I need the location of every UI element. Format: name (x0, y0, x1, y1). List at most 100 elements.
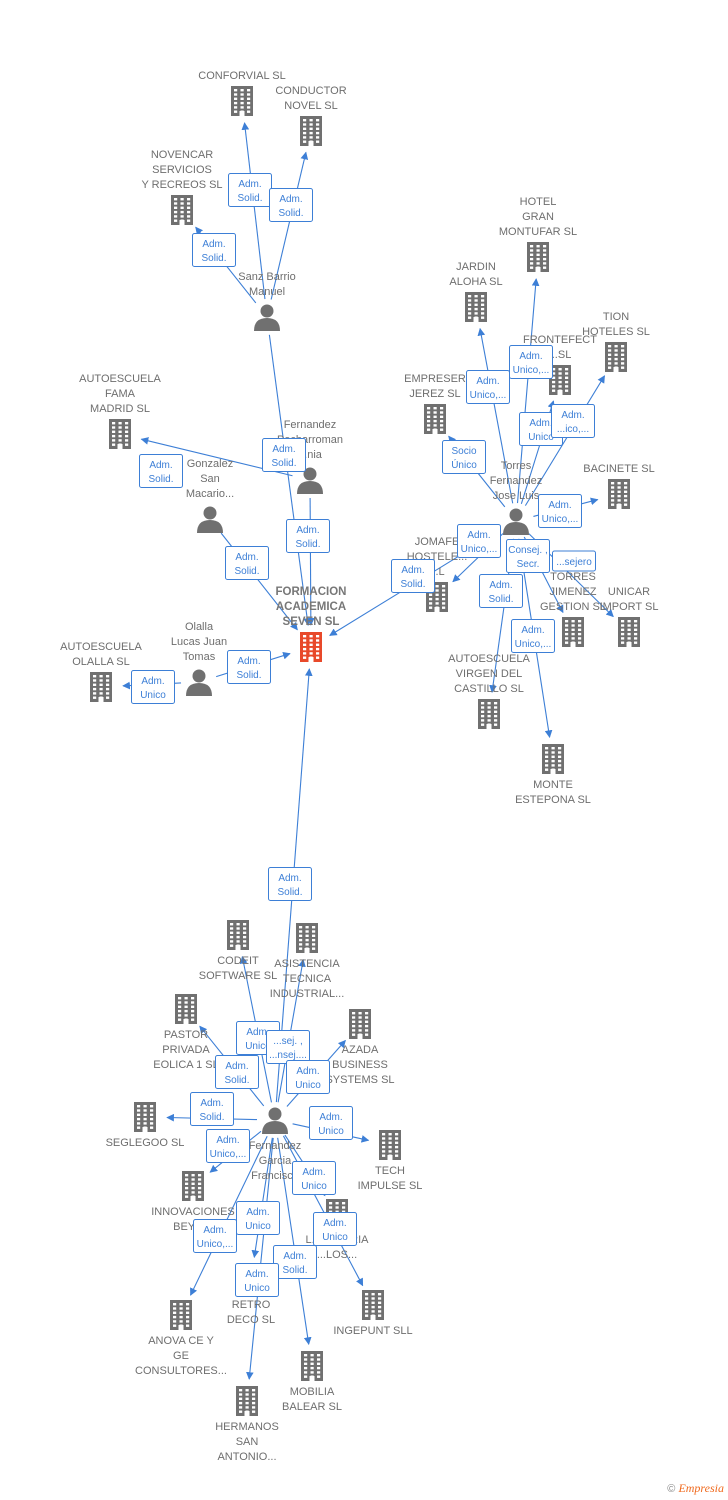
brand-logo[interactable]: Empresia (678, 1481, 724, 1495)
edge-label-torres-to-bacinete[interactable]: Adm.Unico,... (538, 494, 582, 528)
node-label: SOFTWARE SL (199, 970, 277, 982)
edge-label-text: Unico (301, 1181, 327, 1192)
edge-label-fgarcia-to-formacion[interactable]: Adm.Solid. (268, 867, 312, 901)
node-frontefect[interactable]: FRONTEFECT...SL (523, 334, 597, 395)
edge-label-text: Adm. (283, 1251, 306, 1262)
edge-label-sanz-to-novencar[interactable]: Adm.Solid. (192, 233, 236, 267)
edge-label-gonzalez-to-formacion[interactable]: Adm.Solid. (225, 546, 269, 580)
edge-label-text: Solid. (199, 1112, 224, 1123)
node-label: Torres (501, 460, 532, 472)
node-label: TECH (375, 1165, 405, 1177)
edge-label-fgarcia-to-innovaciones[interactable]: Adm.Unico,... (206, 1129, 250, 1163)
node-label: Francisco (251, 1170, 299, 1182)
edge-label-sanz-to-conforvial[interactable]: Adm.Solid. (228, 173, 272, 207)
edge-sanz-to-conductor (270, 151, 309, 300)
edge-label-text: Solid. (237, 193, 262, 204)
building-icon (424, 404, 446, 434)
edge-label-torres-to-autovirgen[interactable]: Adm.Solid. (479, 574, 523, 608)
edge-label-torres-to-jomafe[interactable]: Adm.Unico,... (457, 524, 501, 558)
edge-label-pecharroman-to-formacion[interactable]: Adm.Solid. (286, 519, 330, 553)
edge-label-text: Unico,... (470, 390, 507, 401)
edge-label-torres-to-jardin[interactable]: Adm. Unico,... (466, 370, 510, 404)
node-anova[interactable]: ANOVA CE YGECONSULTORES... (135, 1300, 227, 1377)
building-icon (379, 1130, 401, 1160)
node-label: Fernandez (490, 475, 543, 487)
node-label: SERVICIOS (152, 164, 212, 176)
node-label: SEVEN SL (283, 616, 340, 628)
node-tech[interactable]: TECH IMPULSE SL (358, 1130, 423, 1192)
node-ingepunt[interactable]: INGEPUNT SLL (333, 1290, 413, 1337)
edge-label-sanz-to-formacion[interactable]: Adm.Solid. (262, 438, 306, 472)
edge-label-torres-to-unicar[interactable]: ...sejero (552, 550, 596, 572)
edge-label-torres-to-hotelgran[interactable]: Adm.Unico,... (509, 345, 553, 379)
node-hermanos[interactable]: HERMANOSSANANTONIO... (215, 1386, 279, 1463)
node-label: INNOVACIONES (151, 1206, 235, 1218)
edge-label-olalla-to-formacion[interactable]: Adm.Solid. (227, 650, 271, 684)
edge-label-torres-to-formacion[interactable]: Adm.Solid. (391, 559, 435, 593)
node-conforvial[interactable]: CONFORVIAL SL (198, 70, 286, 116)
node-label: ...LOS... (317, 1249, 357, 1261)
node-label: FORMACION (276, 586, 347, 598)
edge-label-fgarcia-to-asistencia[interactable]: ...sej. ,...nsej.... (266, 1030, 310, 1064)
edge-label-sanz-to-conductor[interactable]: Adm.Solid. (269, 188, 313, 222)
edge-label-torres-to-monte[interactable]: Adm.Unico,... (511, 619, 555, 653)
edge-label-fgarcia-to-seglegoo[interactable]: Adm.Solid. (190, 1092, 234, 1126)
edge-label-fgarcia-to-ingepunt[interactable]: Adm.Unico (313, 1212, 357, 1246)
edge-label-fgarcia-to-retro[interactable]: Adm.Unico (236, 1201, 280, 1235)
edge-label-text: Unico,... (197, 1239, 234, 1250)
edge-label-fgarcia-to-tech[interactable]: Adm.Unico (309, 1106, 353, 1140)
node-label: Y RECREOS SL (141, 179, 222, 191)
edge-label-fgarcia-to-azada[interactable]: Adm.Unico (286, 1060, 330, 1094)
edge-label-torres-to-torresjim[interactable]: Consej. ,Secr. (506, 539, 550, 573)
building-icon (527, 242, 549, 272)
edge-label-text: Adm. (202, 239, 225, 250)
edge-fgarcia-to-retro (251, 1137, 273, 1259)
node-label: Sanz Barrio (238, 271, 295, 283)
node-bacinete[interactable]: BACINETE SL (583, 463, 655, 509)
edge-label-text: Adm. (476, 376, 499, 387)
node-label: MOBILIA (290, 1386, 335, 1398)
edge-label-fgarcia-to-anova[interactable]: Adm.Unico,... (193, 1219, 237, 1253)
edge-label-text: ...sejero (556, 557, 592, 568)
node-label: FRONTEFECT (523, 334, 597, 346)
edge-label-text: Adm. (246, 1027, 269, 1038)
node-label: IMPULSE SL (358, 1180, 423, 1192)
node-seglegoo[interactable]: SEGLEGOO SL (106, 1102, 185, 1149)
edge-label-torres-to-tion[interactable]: Adm....ico,... (551, 404, 595, 438)
node-label: INDUSTRIAL... (270, 988, 345, 1000)
edge-label-fgarcia-to-hermanos[interactable]: Adm.Unico (235, 1263, 279, 1297)
node-asistencia[interactable]: ASISTENCIATECNICAINDUSTRIAL... (270, 923, 345, 1000)
building-icon (549, 365, 571, 395)
edge-label-fgarcia-to-pastor[interactable]: Adm.Solid. (215, 1055, 259, 1089)
edge-label-fgarcia-to-luqueteria[interactable]: Adm.Unico (292, 1161, 336, 1195)
edge-fgarcia-to-mobilia (277, 1137, 312, 1346)
edge-label-fgarcia-to-mobilia[interactable]: Adm.Solid. (273, 1245, 317, 1279)
edge-label-pecharroman-to-autofama[interactable]: Adm.Solid. (139, 454, 183, 488)
node-label: RETRO (232, 1299, 271, 1311)
node-gonzalez[interactable]: GonzalezSanMacario... (186, 458, 234, 533)
edge-label-olalla-to-autoolalla[interactable]: Adm.Unico (131, 670, 175, 704)
